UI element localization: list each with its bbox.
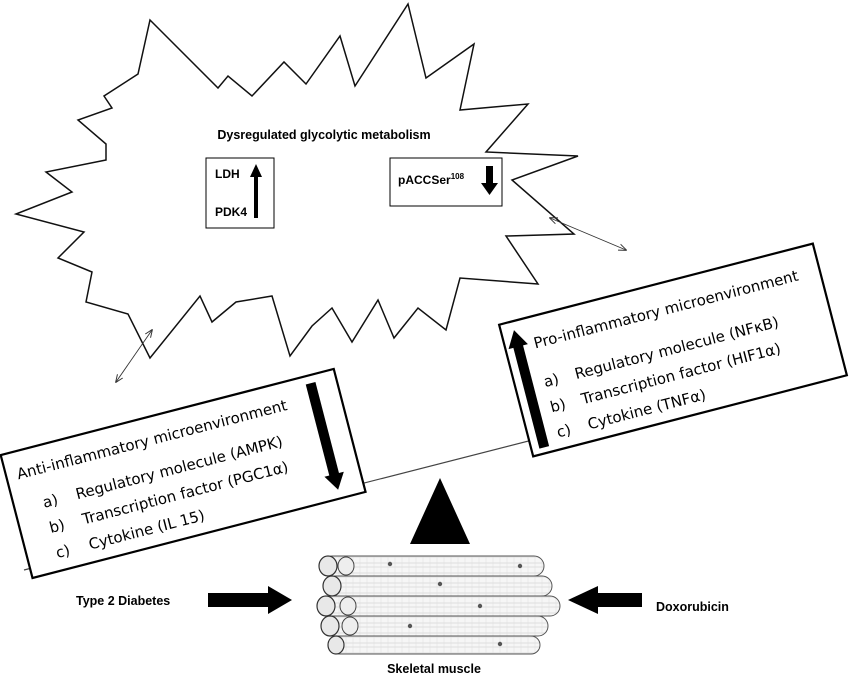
left-double-arrow bbox=[116, 330, 152, 382]
anti-item-c-marker: c) bbox=[54, 541, 72, 562]
skeletal-muscle-label: Skeletal muscle bbox=[387, 662, 481, 676]
anti-item-b-marker: b) bbox=[47, 516, 66, 537]
pacc-box bbox=[389, 157, 503, 207]
type2-diabetes-label: Type 2 Diabetes bbox=[76, 594, 170, 608]
pdk4-label: PDK4 bbox=[215, 205, 247, 219]
doxorubicin-label: Doxorubicin bbox=[656, 600, 729, 614]
doxorubicin-arrow-icon bbox=[568, 586, 642, 614]
fulcrum-triangle bbox=[410, 478, 470, 544]
pro-item-a-marker: a) bbox=[542, 370, 561, 391]
right-double-arrow bbox=[550, 218, 626, 250]
star-title: Dysregulated glycolytic metabolism bbox=[217, 128, 430, 142]
star-burst-shape bbox=[13, 2, 579, 360]
type2-diabetes-arrow-icon bbox=[208, 586, 292, 614]
pro-item-b-marker: b) bbox=[548, 395, 567, 416]
skeletal-muscle-illustration bbox=[316, 555, 561, 655]
down-arrow-icon bbox=[481, 166, 498, 195]
pro-inflammatory-box: Pro-inflammatory microenvironment a) Reg… bbox=[497, 242, 849, 458]
ldh-pdk4-box bbox=[205, 157, 275, 229]
up-arrow-icon bbox=[250, 164, 262, 218]
anti-down-arrow-icon bbox=[305, 381, 344, 490]
ldh-label: LDH bbox=[215, 167, 240, 181]
pro-up-arrow-icon bbox=[508, 330, 550, 449]
pacc-label: pACCSer108 bbox=[398, 172, 465, 187]
anti-item-a-marker: a) bbox=[41, 491, 60, 512]
pro-item-c-marker: c) bbox=[555, 420, 573, 441]
anti-inflammatory-box: Anti-inflammatory microenvironment a) Re… bbox=[0, 367, 367, 580]
